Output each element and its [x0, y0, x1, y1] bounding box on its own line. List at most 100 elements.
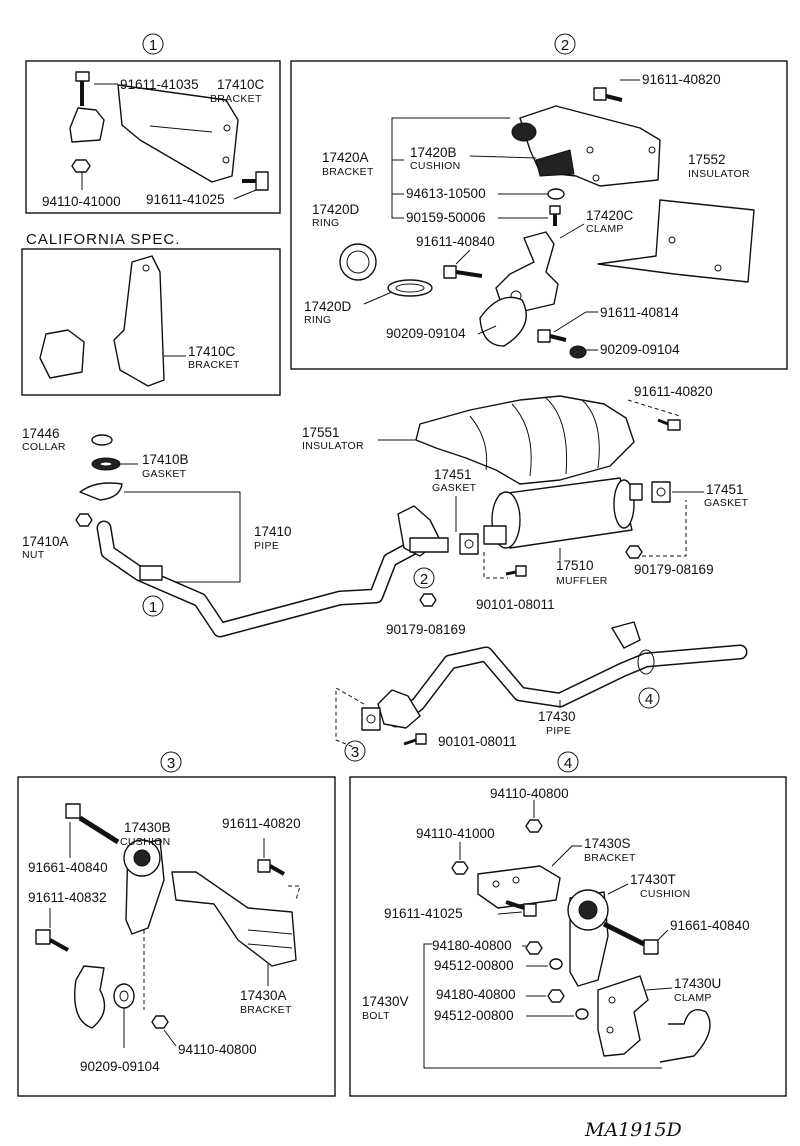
part-name-label: CUSHION: [640, 888, 691, 900]
section-2-box: [290, 60, 788, 370]
nut-icon: [625, 545, 643, 559]
part-number-label: 90209-09104: [386, 326, 466, 341]
part-number-label: 17451: [706, 482, 744, 497]
bolt-icon: [593, 87, 623, 102]
part-number-label: 17420D: [304, 299, 352, 314]
bracket-17410c-icon: [113, 255, 165, 387]
nut-icon: [525, 819, 543, 833]
part-number-label: 90209-09104: [80, 1059, 160, 1074]
part-number-label: 17430B: [124, 820, 171, 835]
part-number-label: 17451: [434, 467, 472, 482]
part-name-label: RING: [312, 217, 339, 229]
part-number-label: 17551: [302, 425, 340, 440]
section-3-box: [17, 776, 336, 1097]
bracket-17430s-icon: [477, 865, 561, 909]
bolt-icon: [75, 71, 90, 106]
part-number-label: 17446: [22, 426, 60, 441]
part-number-label: 17410: [254, 524, 292, 539]
section-1-box: [25, 60, 281, 214]
section-3-number: 3: [167, 755, 175, 772]
section-4: 4 94110-40800 94110-41000 17430S BRACKET…: [349, 751, 787, 1097]
drawing-code: MA1915D: [584, 1119, 682, 1141]
pipe-17410-icon: [96, 520, 424, 638]
part-number-label: 91611-41035: [120, 77, 199, 92]
ref-number: 4: [645, 691, 653, 708]
part-number-label: 17430U: [674, 976, 721, 991]
part-number-label: 17430S: [584, 836, 631, 851]
part-number-label: 17420A: [322, 150, 369, 165]
ref-number: 2: [420, 571, 428, 588]
part-name-label: NUT: [22, 549, 45, 561]
washer-icon: [549, 958, 563, 970]
section-2: 2 91611-40820 17420A BRACKET 17420B CUSH…: [290, 33, 788, 370]
clamp-17430u-icon: [597, 975, 649, 1057]
section-4-number: 4: [564, 755, 572, 772]
bolt-icon: [505, 565, 527, 577]
nut-icon: [451, 861, 469, 875]
part-name-label: BRACKET: [210, 93, 262, 105]
hanger-icon: [611, 621, 641, 649]
nut-icon: [71, 159, 91, 173]
nut-icon: [75, 513, 93, 527]
muffler-17510-icon: [483, 477, 643, 549]
part-number-label: 17420C: [586, 208, 634, 223]
bracket-clip-icon: [39, 329, 85, 379]
part-number-label: 94110-40800: [490, 786, 569, 801]
part-number-label: 17410A: [22, 534, 69, 549]
part-number-label: 17410C: [217, 77, 265, 92]
part-number-label: 91611-40832: [28, 890, 107, 905]
part-name-label: GASKET: [432, 482, 477, 494]
part-number-label: 91661-40840: [670, 918, 750, 933]
insulator-17551-icon: [415, 395, 635, 485]
part-name-label: RING: [304, 314, 331, 326]
part-number-label: 94512-00800: [434, 1008, 514, 1023]
part-number-label: 91611-40840: [416, 234, 495, 249]
part-name-label: PIPE: [546, 725, 571, 737]
california-spec-title: CALIFORNIA SPEC.: [26, 231, 180, 248]
collar-icon: [91, 434, 113, 446]
bolt-icon: [505, 900, 537, 917]
part-number-label: 90179-08169: [634, 562, 714, 577]
section-4-marker: [557, 751, 579, 773]
part-number-label: 17410B: [142, 452, 189, 467]
ref-number: 3: [351, 744, 359, 761]
pipe-bracket-icon: [377, 689, 421, 729]
bolt-icon: [549, 205, 561, 226]
part-number-label: 91611-40820: [222, 816, 301, 831]
main-assembly: 91611-40820 17551 INSULATOR 17446 COLLAR…: [22, 384, 748, 762]
california-spec-section: CALIFORNIA SPEC. 17410C BRACKET: [21, 231, 281, 396]
bolt-icon: [602, 921, 659, 955]
part-name-label: CLAMP: [586, 223, 624, 235]
section-1-marker: [142, 33, 164, 55]
section-2-number: 2: [561, 37, 569, 54]
part-name-label: INSULATOR: [688, 168, 750, 180]
ref-number: 1: [149, 599, 157, 616]
ref-marker-1: [142, 595, 164, 617]
section-2-marker: [554, 33, 576, 55]
section-3-marker: [160, 751, 182, 773]
nut-icon: [547, 989, 565, 1003]
bolt-icon: [35, 929, 69, 952]
part-name-label: CUSHION: [410, 160, 461, 172]
part-number-label: 17430A: [240, 988, 287, 1003]
bolt-icon: [403, 733, 427, 746]
part-number-label: 17510: [556, 558, 594, 573]
california-spec-box: [21, 248, 281, 396]
section-4-box: [349, 776, 787, 1097]
part-number-label: 17410C: [188, 344, 236, 359]
part-number-label: 91611-41025: [384, 906, 463, 921]
nut-icon: [525, 941, 543, 955]
part-number-label: 90209-09104: [600, 342, 680, 357]
section-3: 3 17430B CUSHION 91661-40840 91611-40820…: [17, 751, 336, 1097]
bolt-icon: [257, 859, 285, 876]
clamp-17420c-icon: [495, 231, 559, 313]
part-number-label: 17430: [538, 709, 576, 724]
washer-icon: [575, 1008, 589, 1020]
ref-marker-2: [413, 567, 435, 589]
bolt-icon: [242, 171, 269, 191]
part-name-label: GASKET: [142, 468, 187, 480]
part-number-label: 90159-50006: [406, 210, 486, 225]
part-number-label: 94613-10500: [406, 186, 486, 201]
part-number-label: 91661-40840: [28, 860, 108, 875]
part-name-label: PIPE: [254, 540, 279, 552]
